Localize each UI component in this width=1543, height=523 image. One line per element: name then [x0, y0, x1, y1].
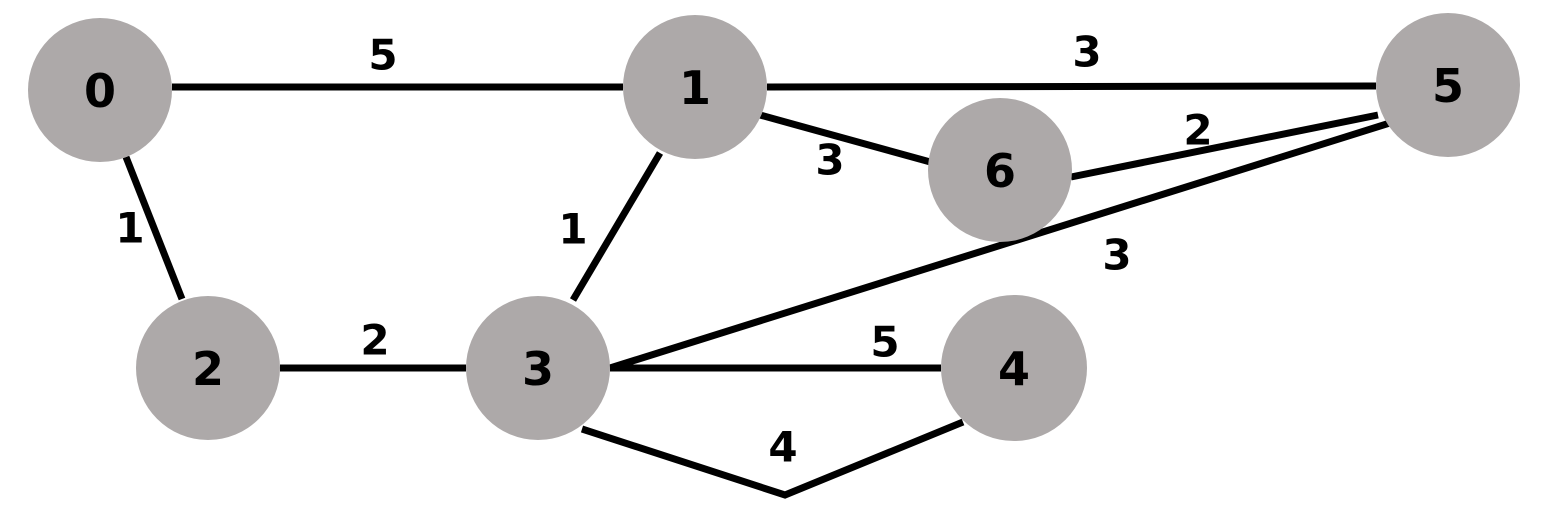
graph-node-6: 6	[928, 98, 1072, 242]
graph-node-4: 4	[941, 295, 1087, 441]
graph-node-1: 1	[623, 15, 767, 159]
graph-node-2: 2	[136, 296, 280, 440]
graph-edge-weight-3-4: 5	[870, 318, 899, 367]
graph-edge-weight-2-3: 2	[360, 316, 389, 365]
graph-edge-1-6	[759, 111, 935, 167]
graph-node-0: 0	[28, 18, 172, 162]
graph-node-5: 5	[1376, 13, 1520, 157]
graph-node-circle-6	[928, 98, 1072, 242]
graph-node-circle-2	[136, 296, 280, 440]
graph-node-3: 3	[466, 296, 610, 440]
edges-layer	[122, 82, 1395, 499]
graph-edge-weight-3-4: 4	[768, 423, 797, 472]
graph-edge-1-5	[766, 82, 1377, 91]
graph-edge-3-4	[580, 418, 965, 499]
graph-node-circle-0	[28, 18, 172, 162]
graph-edge-weight-3-5: 3	[1102, 231, 1131, 280]
graph-edge-weight-6-5: 2	[1183, 106, 1212, 155]
graph-edge-weight-0-1: 5	[368, 31, 397, 80]
graph-edge-weight-1-5: 3	[1072, 28, 1101, 77]
graph-node-circle-5	[1376, 13, 1520, 157]
graph-edge-6-5	[1070, 111, 1379, 181]
graph-edge-weight-1-3: 1	[558, 205, 587, 254]
graph-edge-weight-0-2: 1	[115, 204, 144, 253]
graph-edge-3-5	[608, 118, 1395, 372]
graph-node-circle-3	[466, 296, 610, 440]
graph-edge-0-2	[122, 155, 186, 301]
graph-node-circle-4	[941, 295, 1087, 441]
graph-edge-weight-1-6: 3	[815, 136, 844, 185]
graph-edge-1-3	[569, 151, 664, 302]
graph-node-circle-1	[623, 15, 767, 159]
